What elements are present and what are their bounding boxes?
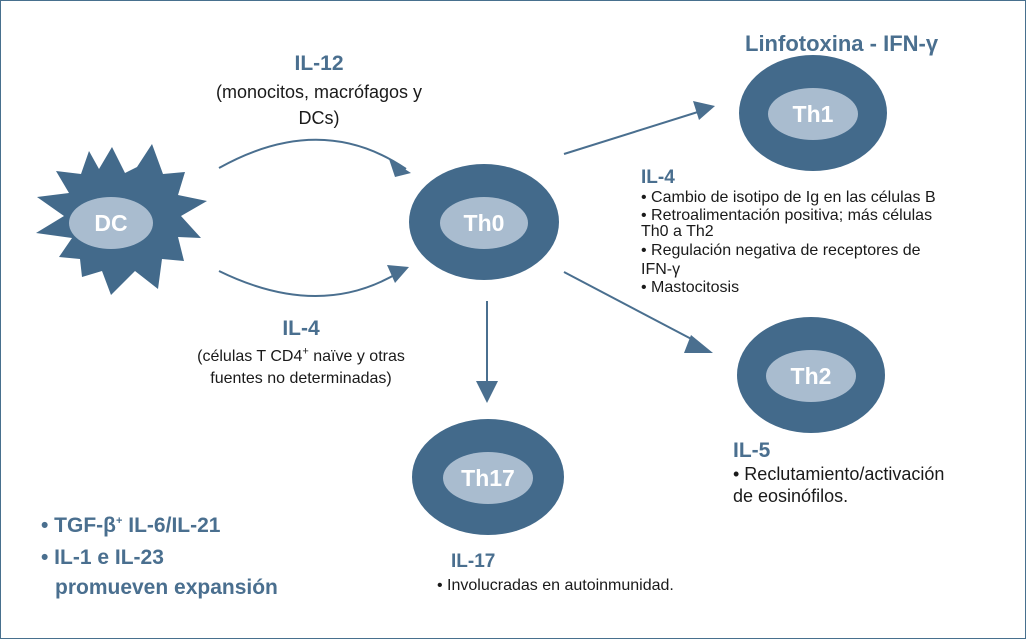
th17-factor-line3: promueven expansión xyxy=(55,576,278,599)
th17-factor-line2: • IL-1 e IL-23 xyxy=(41,546,164,569)
il5-title: IL-5 xyxy=(733,439,771,462)
arrow-th0-to-th2 xyxy=(563,271,700,344)
il5-block: IL-5 • Reclutamiento/activación de eosin… xyxy=(733,439,1013,507)
dc-label: DC xyxy=(94,210,127,236)
th17-factors-block: • TGF-β+ IL-6/IL-21 • IL-1 e IL-23 promu… xyxy=(41,511,341,603)
il5-line1: • Reclutamiento/activación xyxy=(733,464,945,484)
il12-sources-line1: (monocitos, macrófagos y xyxy=(215,82,423,102)
th2-label: Th2 xyxy=(791,363,832,389)
il12-title: IL-12 xyxy=(294,52,344,75)
arrowhead-th0-to-th1 xyxy=(693,101,715,120)
il12-block: IL-12 (monocitos, macrófagos y DCs) xyxy=(181,51,457,131)
il17-title: IL-17 xyxy=(451,551,496,572)
arrow-dc-to-th0-bottom xyxy=(218,270,402,297)
il4-left-sources-prefix: (células T CD4 xyxy=(197,348,303,365)
il4-right-block: IL-4 • Cambio de isotipo de Ig en las cé… xyxy=(641,168,1011,298)
arrowhead-dc-to-th0-bottom xyxy=(387,265,409,283)
il17-block: IL-17 • Involucradas en autoinmunidad. xyxy=(437,550,757,598)
arrowhead-th0-to-th17 xyxy=(476,381,498,403)
il4-right-title: IL-4 xyxy=(641,167,675,188)
th17-factor-prefix: • TGF-β xyxy=(41,514,116,537)
il4-left-block: IL-4 (células T CD4+ naïve y otras fuent… xyxy=(151,316,451,390)
il4-left-sources-sup: + xyxy=(302,345,309,358)
il5-line2: de eosinófilos. xyxy=(733,486,849,506)
dc-inner xyxy=(69,197,153,249)
il4-right-item: IFN-γ xyxy=(641,261,681,278)
il4-left-sources-suffix: naïve y otras xyxy=(308,348,405,365)
il4-right-list: • Cambio de isotipo de Ig en las células… xyxy=(641,188,1011,298)
th17-factor-suffix: IL-6/IL-21 xyxy=(122,514,221,537)
il4-right-item: • Regulación negativa de receptores de xyxy=(641,242,921,259)
th17-inner xyxy=(443,452,533,504)
il4-right-item: • Retroalimentación positiva; más célula… xyxy=(641,207,933,224)
il4-right-item: Th0 a Th2 xyxy=(641,223,714,240)
th1-label: Th1 xyxy=(793,101,834,127)
il4-left-title: IL-4 xyxy=(282,317,320,340)
th2-inner xyxy=(766,350,856,402)
th17-factor-line1: • TGF-β+ IL-6/IL-21 xyxy=(41,511,341,541)
th17-factor-sup: + xyxy=(116,515,123,527)
th0-label: Th0 xyxy=(464,210,505,236)
il17-item: • Involucradas en autoinmunidad. xyxy=(437,577,674,594)
arrowhead-dc-to-th0-top xyxy=(389,159,411,177)
arrowhead-th0-to-th2 xyxy=(684,335,713,353)
il4-left-sources-line1: (células T CD4+ naïve y otras xyxy=(151,346,451,368)
arrow-dc-to-th0-top xyxy=(218,138,407,170)
il12-sources-line2: DCs) xyxy=(298,108,340,128)
th1-inner xyxy=(768,88,858,140)
il4-right-item: • Mastocitosis xyxy=(641,279,740,296)
th17-label: Th17 xyxy=(461,465,515,491)
arrow-th0-to-th1 xyxy=(563,110,702,155)
il4-right-item: • Cambio de isotipo de Ig en las células… xyxy=(641,189,936,206)
th1-products-title: Linfotoxina - IFN-γ xyxy=(745,31,939,56)
il4-left-sources-line2: fuentes no determinadas) xyxy=(210,370,392,387)
th0-inner xyxy=(440,197,528,249)
